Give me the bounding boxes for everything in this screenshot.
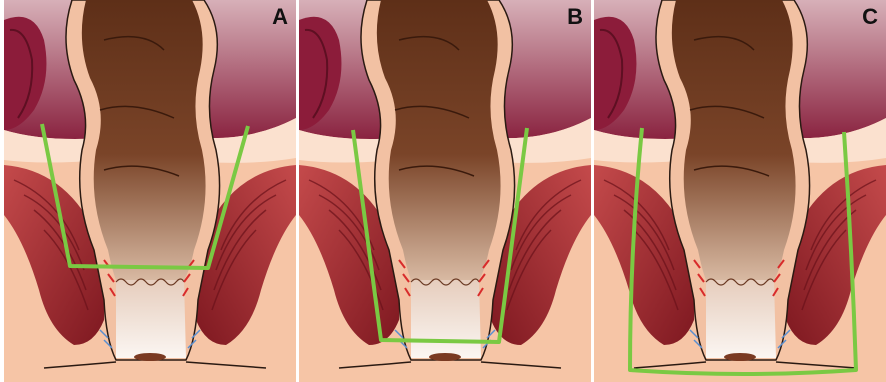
anatomy-illustration-c: [594, 0, 886, 382]
panel-a: A: [4, 0, 296, 382]
anatomy-illustration-b: [299, 0, 591, 382]
panel-label-c: C: [862, 6, 878, 28]
panel-label-a: A: [272, 6, 288, 28]
panel-label-b: B: [567, 6, 583, 28]
anatomy-illustration-a: [4, 0, 296, 382]
panel-c: C: [594, 0, 886, 382]
panel-b: B: [299, 0, 591, 382]
